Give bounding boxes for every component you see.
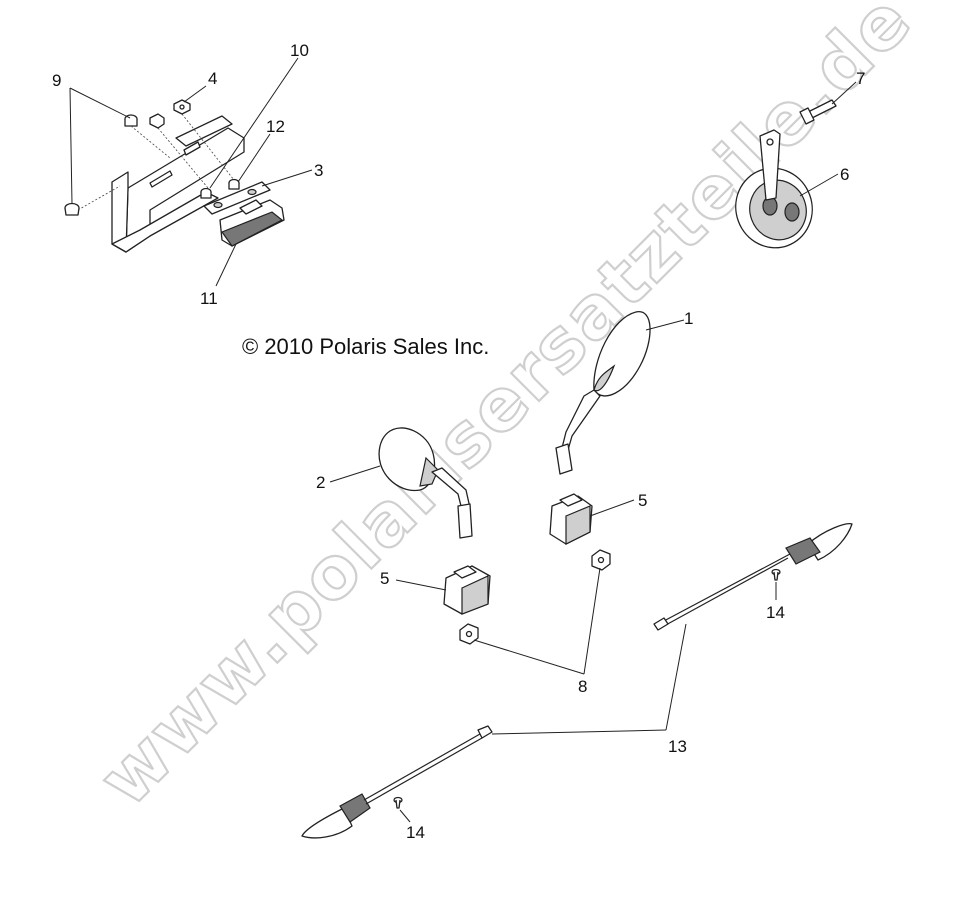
license-lamp-lens <box>221 211 284 247</box>
horn-terminal-right <box>784 202 800 222</box>
horn-bracket <box>759 129 781 201</box>
nut-8-lower <box>459 623 479 645</box>
turn-signal-left-wire-2 <box>365 737 483 805</box>
bracket-tab <box>175 115 233 147</box>
nut-10 <box>149 113 165 129</box>
turn-signal-right-housing <box>785 537 821 565</box>
callout-2: 2 <box>316 473 325 492</box>
assembly-line-b <box>157 127 209 189</box>
turn-signal-left-lens <box>301 807 353 839</box>
callout-6: 6 <box>840 165 849 184</box>
right-mirror <box>555 311 651 475</box>
leader-13-b <box>491 729 667 735</box>
leader-9-a <box>69 87 131 119</box>
right-mirror-back <box>593 364 616 392</box>
nut-8-upper <box>591 549 611 571</box>
gasket-hole-right <box>247 188 257 196</box>
leader-1 <box>645 319 685 331</box>
right-mirror-base <box>555 443 573 475</box>
turn-signal-right-wire <box>661 553 791 623</box>
callout-12: 12 <box>266 117 285 136</box>
left-mirror-back <box>419 456 439 487</box>
callout-5-upper: 5 <box>638 491 647 510</box>
horn-bracket-hole <box>766 138 774 146</box>
copyright-notice: © 2010 Polaris Sales Inc. <box>242 334 489 359</box>
bracket-bottom <box>111 191 219 253</box>
leader-3 <box>261 169 313 187</box>
callout-1: 1 <box>684 309 693 328</box>
callout-14-left: 14 <box>406 823 425 842</box>
license-lamp-plug <box>239 199 263 215</box>
leader-4 <box>183 85 207 103</box>
turn-signal-left-connector <box>477 725 493 739</box>
leader-2 <box>329 465 381 483</box>
turn-signal-right-wire-2 <box>663 557 789 627</box>
leader-8-a <box>583 567 601 675</box>
callout-7: 7 <box>856 69 865 88</box>
screw-14-right <box>771 568 781 581</box>
bracket-side <box>111 171 129 253</box>
leader-6 <box>799 173 839 197</box>
turn-signal-left-housing <box>339 793 371 823</box>
right-mirror-stem <box>561 389 601 451</box>
callout-13: 13 <box>668 737 687 756</box>
bracket-hole <box>183 141 201 156</box>
screw-14-left <box>393 796 403 809</box>
turn-signal-right <box>653 523 853 631</box>
assembly-line-d <box>77 185 121 211</box>
leader-5-lower <box>395 579 447 591</box>
license-bracket-assembly <box>64 99 285 253</box>
callout-5-lower: 5 <box>380 569 389 588</box>
leader-7 <box>831 81 857 105</box>
left-mirror <box>378 427 473 539</box>
horn-assembly <box>735 99 837 249</box>
bolt-7 <box>799 99 837 125</box>
leader-12 <box>237 133 271 183</box>
leader-8-b <box>473 639 585 675</box>
assembly-line-a <box>130 125 171 159</box>
leader-5-upper <box>589 499 635 517</box>
screw-9-lower <box>64 202 80 216</box>
turn-signal-left <box>301 725 493 839</box>
nut-4 <box>173 99 191 115</box>
leader-13-a <box>665 623 687 731</box>
spacer-12-right <box>228 178 240 190</box>
callout-3: 3 <box>314 161 323 180</box>
gasket-hole-left <box>213 201 223 209</box>
leader-lines <box>69 57 857 823</box>
callout-4: 4 <box>208 69 217 88</box>
left-mirror-base <box>457 503 473 539</box>
turn-signal-right-connector <box>653 617 669 631</box>
callout-11: 11 <box>200 289 218 308</box>
callout-8: 8 <box>578 677 587 696</box>
callout-9: 9 <box>52 71 61 90</box>
callout-labels: 1 2 3 4 5 5 6 7 8 9 10 11 12 13 14 14 <box>52 41 865 842</box>
clamp-upper <box>549 493 593 545</box>
bracket-slot <box>149 170 173 188</box>
clamp-lower <box>443 565 491 615</box>
leader-10 <box>209 57 299 189</box>
callout-14-right: 14 <box>766 603 785 622</box>
leader-11 <box>215 243 237 287</box>
spacer-12-left <box>200 187 212 199</box>
callout-10: 10 <box>290 41 309 60</box>
leader-14-left <box>399 809 411 823</box>
turn-signal-left-wire <box>363 733 481 801</box>
leader-9-b <box>69 87 73 205</box>
